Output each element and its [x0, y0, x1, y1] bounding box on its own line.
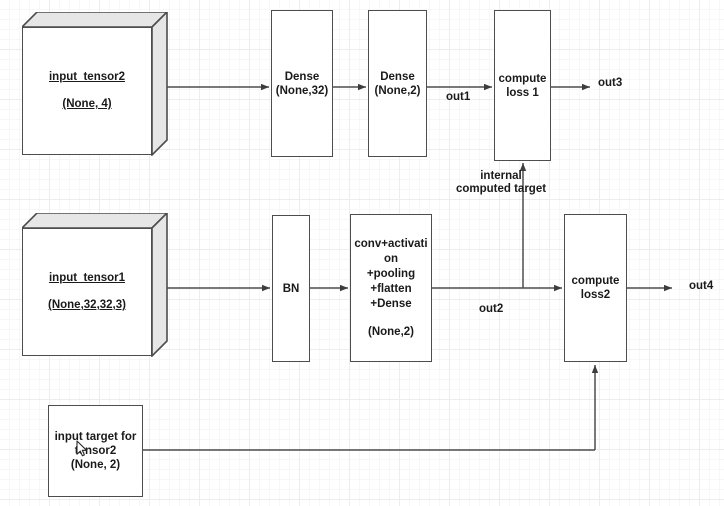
input-target-line1: input target for: [54, 431, 137, 443]
conv-block-line4: +flatten: [370, 282, 412, 295]
input-tensor1-name: input_tensor1: [48, 272, 126, 284]
node-compute-loss-1[interactable]: compute loss 1: [494, 10, 551, 161]
node-input-tensor2[interactable]: input_tensor2 (None, 4): [22, 12, 168, 156]
spacer: [49, 85, 125, 97]
input-target-line2: tensor2: [74, 445, 117, 457]
input-tensor1-front-face: input_tensor1 (None,32,32,3): [22, 228, 152, 356]
node-dense-32[interactable]: Dense (None,32): [271, 10, 333, 157]
mouse-cursor-icon: [76, 440, 88, 457]
compute-loss-2-line2: loss2: [580, 289, 611, 301]
node-bn[interactable]: BN: [272, 215, 310, 362]
edge-label-out2: out2: [479, 303, 504, 315]
edge-label-out1: out1: [446, 91, 471, 103]
spacer: [48, 286, 126, 298]
input-tensor2-front-face: input_tensor2 (None, 4): [22, 27, 152, 155]
spacer: [353, 312, 429, 325]
node-compute-loss-2[interactable]: compute loss2: [564, 214, 627, 362]
input-target-line3: (None, 2): [70, 459, 121, 471]
bn-label: BN: [282, 282, 300, 295]
input-tensor2-shape: (None, 4): [62, 98, 112, 110]
dense-32-shape: (None,32): [275, 84, 329, 97]
internal-target-line2: computed target: [455, 183, 547, 195]
edge-label-out4: out4: [689, 280, 714, 292]
dense-2-shape: (None,2): [374, 84, 421, 97]
conv-block-line1: conv+activati: [354, 237, 428, 250]
input-tensor2-name: input_tensor2: [48, 71, 126, 83]
input-tensor1-shape: (None,32,32,3): [48, 299, 126, 311]
node-dense-2[interactable]: Dense (None,2): [368, 10, 427, 157]
compute-loss-1-line1: compute: [498, 72, 547, 85]
node-input-target-tensor2[interactable]: input target for tensor2 (None, 2): [48, 405, 143, 497]
conv-block-line2: on: [383, 252, 399, 265]
edge-label-out3: out3: [598, 77, 623, 89]
input-tensor2-label: input_tensor2 (None, 4): [49, 70, 125, 112]
conv-block-shape: (None,2): [368, 325, 414, 338]
dense-32-title: Dense: [284, 70, 320, 83]
conv-block-line5: +Dense: [370, 297, 412, 310]
conv-block-line3: +pooling: [366, 267, 416, 280]
edge-label-internal-computed-target: internal computed target: [451, 170, 551, 196]
node-input-tensor1[interactable]: input_tensor1 (None,32,32,3): [22, 213, 168, 357]
internal-target-line1: internal: [480, 170, 522, 182]
compute-loss-2-line1: compute: [571, 275, 620, 287]
input-tensor1-label: input_tensor1 (None,32,32,3): [48, 271, 126, 313]
dense-2-title: Dense: [380, 70, 415, 83]
compute-loss-1-line2: loss 1: [506, 86, 539, 99]
node-conv-block[interactable]: conv+activati on +pooling +flatten +Dens…: [350, 214, 432, 362]
